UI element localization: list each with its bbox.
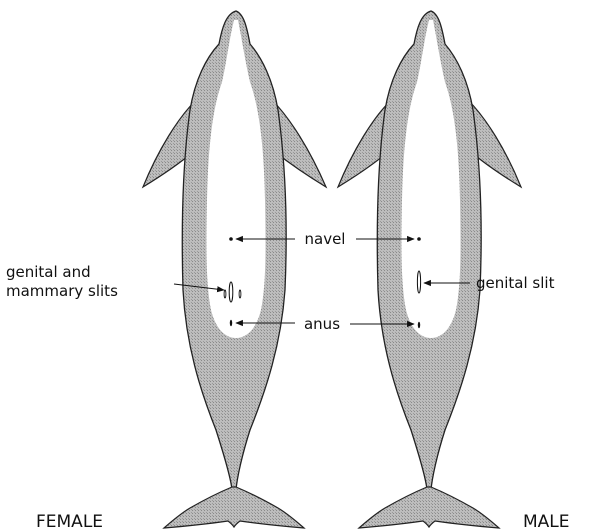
male-anus-mark xyxy=(418,322,420,328)
genital-mammary-label-line2: mammary slits xyxy=(6,282,118,300)
male-tail-flukes xyxy=(359,487,499,528)
genital-slit-label: genital slit xyxy=(476,274,555,292)
male-navel-mark xyxy=(417,237,421,241)
female-dolphin xyxy=(143,11,326,528)
male-caption: MALE xyxy=(523,512,570,532)
anus-label: anus xyxy=(304,315,340,333)
female-tail-flukes xyxy=(164,487,304,528)
navel-label: navel xyxy=(305,230,346,248)
female-navel-mark xyxy=(229,237,233,241)
genital-mammary-label-line1: genital and xyxy=(6,263,91,281)
female-caption: FEMALE xyxy=(36,512,103,532)
female-anus-mark xyxy=(230,320,232,326)
male-dolphin xyxy=(338,11,521,528)
